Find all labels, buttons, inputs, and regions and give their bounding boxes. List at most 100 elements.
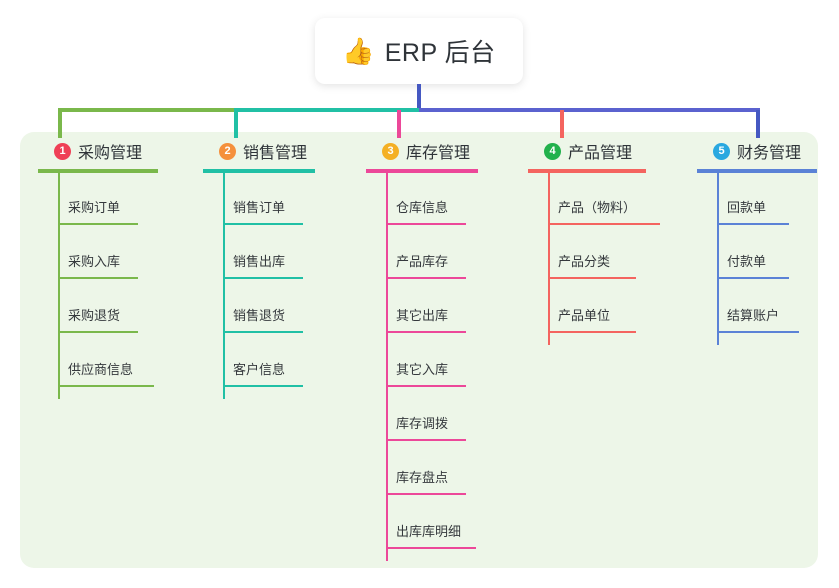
list-item-rule — [58, 277, 138, 279]
list-item[interactable]: 客户信息 — [203, 345, 315, 399]
drop-inventory — [397, 110, 401, 138]
list-item[interactable]: 其它入库 — [366, 345, 478, 399]
list-item[interactable]: 产品库存 — [366, 237, 478, 291]
list-item[interactable]: 采购退货 — [38, 291, 158, 345]
root-node-card[interactable]: 👍 ERP 后台 — [315, 18, 523, 84]
column-title: 库存管理 — [406, 145, 471, 162]
column-spine — [386, 173, 388, 561]
list-item[interactable]: 其它出库 — [366, 291, 478, 345]
column-header-1[interactable]: 1 采购管理 — [38, 138, 158, 164]
column-spine — [58, 173, 60, 399]
column-header-rule — [528, 169, 646, 173]
list-item-label: 产品库存 — [396, 254, 449, 269]
number-badge-icon: 2 — [219, 142, 236, 160]
number-badge-icon: 1 — [54, 142, 71, 160]
list-item[interactable]: 销售订单 — [203, 183, 315, 237]
list-item[interactable]: 产品分类 — [528, 237, 646, 291]
root-trunk-connector — [417, 84, 421, 110]
column-title: 销售管理 — [243, 145, 308, 162]
list-item-rule — [223, 277, 303, 279]
list-item-label: 采购订单 — [68, 200, 121, 215]
list-item[interactable]: 库存调拨 — [366, 399, 478, 453]
list-item-label: 产品单位 — [558, 308, 611, 323]
list-item-rule — [58, 223, 138, 225]
column-items: 产品（物料） 产品分类产品单位 — [528, 173, 660, 345]
column-header-2[interactable]: 2 销售管理 — [203, 138, 315, 164]
list-item-label: 库存盘点 — [396, 470, 449, 485]
list-item-rule — [548, 277, 636, 279]
list-item-rule — [223, 223, 303, 225]
column-title: 财务管理 — [737, 145, 802, 162]
list-item-rule — [386, 493, 466, 495]
list-item-rule — [717, 331, 799, 333]
list-item-label: 产品（物料） — [558, 200, 637, 215]
column-header-rule — [38, 169, 158, 173]
list-item-label: 回款单 — [727, 200, 767, 215]
list-item-label: 产品分类 — [558, 254, 611, 269]
column-header-rule — [203, 169, 315, 173]
list-item-rule — [386, 277, 466, 279]
column-2: 2 销售管理销售订单销售出库销售退货客户信息 — [203, 138, 315, 399]
list-item-label: 其它入库 — [396, 362, 449, 377]
list-item-label: 采购入库 — [68, 254, 121, 269]
list-item[interactable]: 采购订单 — [38, 183, 158, 237]
thumbs-up-icon: 👍 — [342, 36, 375, 66]
list-item[interactable]: 销售退货 — [203, 291, 315, 345]
list-item[interactable]: 销售出库 — [203, 237, 315, 291]
list-item-rule — [717, 223, 789, 225]
column-1: 1 采购管理采购订单采购入库采购退货供应商信息 — [38, 138, 158, 399]
column-spine — [717, 173, 719, 345]
list-item-rule — [223, 331, 303, 333]
segment-green — [58, 108, 234, 112]
list-item-label: 客户信息 — [233, 362, 286, 377]
list-item[interactable]: 结算账户 — [697, 291, 817, 345]
column-title: 采购管理 — [78, 145, 143, 162]
column-header-rule — [366, 169, 478, 173]
column-spine — [548, 173, 550, 345]
list-item-label: 结算账户 — [727, 308, 780, 323]
list-item-label: 仓库信息 — [396, 200, 449, 215]
list-item[interactable]: 出库库明细 — [366, 507, 478, 561]
list-item-label: 供应商信息 — [68, 362, 134, 377]
column-items: 回款单付款单结算账户 — [697, 173, 817, 345]
list-item[interactable]: 产品（物料） — [528, 183, 660, 237]
segment-teal — [234, 108, 419, 112]
list-item-rule — [386, 331, 466, 333]
column-header-5[interactable]: 5 财务管理 — [697, 138, 817, 164]
list-item[interactable]: 采购入库 — [38, 237, 158, 291]
list-item-label: 付款单 — [727, 254, 767, 269]
list-item-label: 库存调拨 — [396, 416, 449, 431]
list-item[interactable]: 回款单 — [697, 183, 817, 237]
list-item[interactable]: 供应商信息 — [38, 345, 158, 399]
list-item-label: 采购退货 — [68, 308, 121, 323]
root-node-title: ERP 后台 — [384, 39, 496, 67]
list-item-rule — [386, 547, 476, 549]
list-item[interactable]: 付款单 — [697, 237, 817, 291]
column-spine — [223, 173, 225, 399]
list-item-label: 销售退货 — [233, 308, 286, 323]
segment-indigo — [419, 108, 760, 112]
list-item-rule — [58, 385, 154, 387]
drop-finance — [756, 110, 760, 138]
list-item-label: 销售出库 — [233, 254, 286, 269]
list-item-rule — [58, 331, 138, 333]
number-badge-icon: 5 — [713, 142, 730, 160]
list-item[interactable]: 产品单位 — [528, 291, 646, 345]
list-item-rule — [717, 277, 789, 279]
list-item-rule — [223, 385, 303, 387]
list-item-label: 出库库明细 — [396, 524, 462, 539]
drop-purchase — [58, 110, 62, 138]
list-item-label: 其它出库 — [396, 308, 449, 323]
list-item-rule — [548, 331, 636, 333]
list-item-rule — [386, 439, 466, 441]
column-items: 销售订单销售出库销售退货客户信息 — [203, 173, 315, 399]
list-item[interactable]: 库存盘点 — [366, 453, 478, 507]
drop-product — [560, 110, 564, 138]
list-item-rule — [548, 223, 660, 225]
list-item[interactable]: 仓库信息 — [366, 183, 478, 237]
column-items: 仓库信息产品库存其它出库其它入库库存调拨库存盘点出库库明细 — [366, 173, 478, 561]
